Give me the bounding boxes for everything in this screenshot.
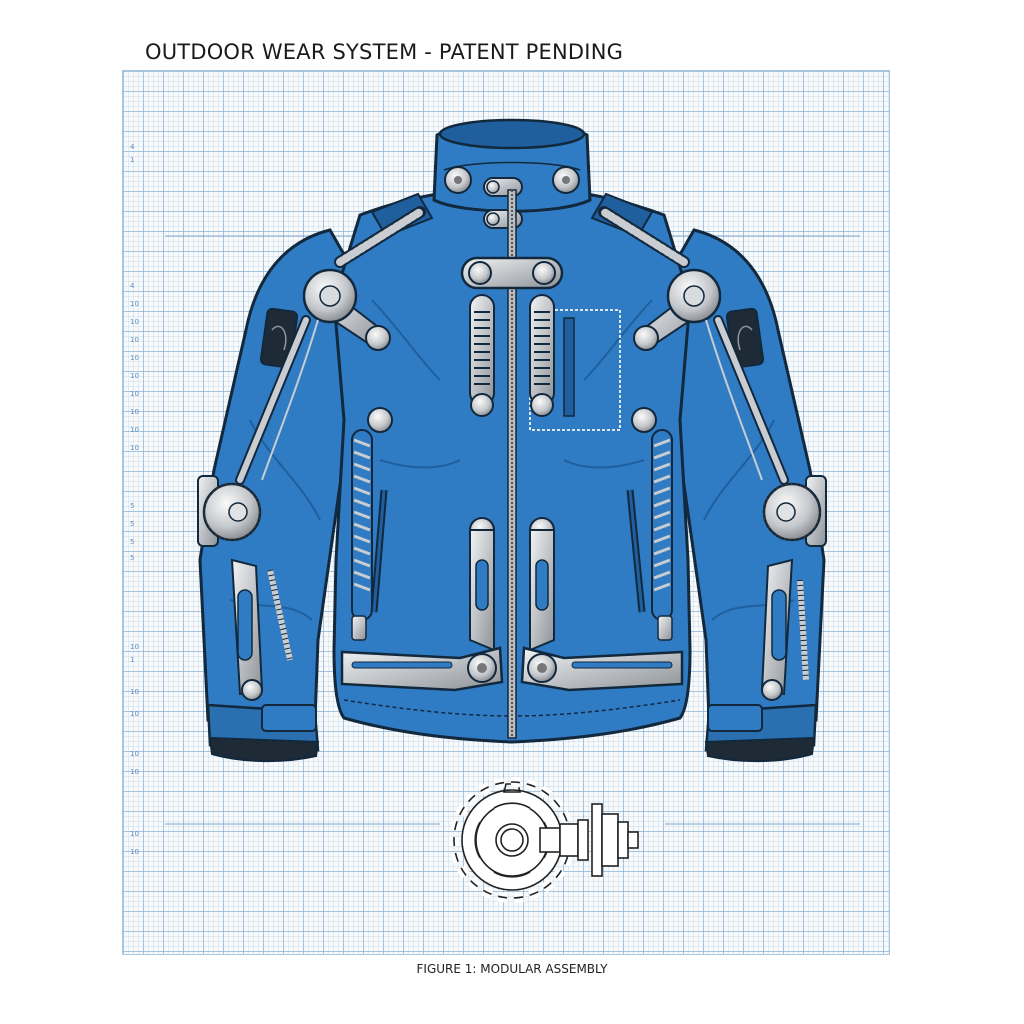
gear-and-shaft-detail	[449, 777, 639, 903]
hand-pocket-left	[370, 489, 388, 613]
shaft-assembly	[539, 803, 639, 877]
shoulder-pulley-right	[633, 268, 722, 351]
ruler-tick: 10	[130, 372, 139, 380]
figure-caption: FIGURE 1: MODULAR ASSEMBLY	[416, 962, 608, 976]
ruler-tick: 10	[130, 830, 139, 838]
ruler-tick: 4	[130, 282, 135, 290]
lower-strut-left	[469, 517, 495, 652]
ruler-tick: 10	[130, 444, 139, 452]
chest-bridge-bracket	[460, 256, 564, 290]
ruler-tick: 10	[130, 426, 139, 434]
front-spring-strut-right	[529, 294, 555, 417]
ruler-tick: 10	[130, 688, 139, 696]
cuff-right	[704, 703, 818, 763]
ruler-ticks: 4 1 4 10 10 10 10 10 10 10 10 10 5 5 5 5…	[128, 140, 148, 900]
shoulder-pulley-left	[302, 268, 391, 351]
ruler-tick: 1	[130, 656, 135, 664]
cuff-left	[206, 703, 320, 763]
ruler-tick: 10	[130, 710, 139, 718]
collar-pivot-right	[552, 166, 580, 194]
ruler-tick: 1	[130, 156, 135, 164]
ruler-tick: 5	[130, 502, 135, 510]
shoulder-spring-right	[590, 192, 690, 268]
ruler-tick: 10	[130, 300, 139, 308]
upper-arm-strut-right	[705, 315, 789, 485]
ruler-tick: 10	[130, 354, 139, 362]
ruler-tick: 10	[130, 643, 139, 651]
forearm-strut-left	[230, 558, 293, 701]
ruler-tick: 5	[130, 520, 135, 528]
ruler-tick: 5	[130, 538, 135, 546]
side-spring-left	[351, 407, 393, 641]
side-spring-right	[631, 407, 673, 641]
ruler-tick: 10	[130, 768, 139, 776]
hem-bracket-left	[340, 646, 504, 692]
center-zipper	[507, 189, 517, 739]
ruler-tick: 10	[130, 318, 139, 326]
lower-strut-right	[529, 517, 555, 652]
ruler-tick: 10	[130, 336, 139, 344]
ruler-tick: 4	[130, 143, 135, 151]
elbow-joint-right	[762, 475, 827, 547]
elbow-joint-left	[197, 475, 262, 547]
forearm-strut-right	[760, 558, 809, 701]
ruler-tick: 10	[130, 848, 139, 856]
hem-bracket-right	[520, 646, 684, 692]
collar-pivot-left	[444, 166, 472, 194]
ruler-tick: 10	[130, 408, 139, 416]
ruler-tick: 10	[130, 750, 139, 758]
ruler-tick: 10	[130, 390, 139, 398]
upper-arm-strut-left	[235, 315, 319, 485]
shoulder-spring-left	[334, 192, 434, 268]
front-spring-strut-left	[469, 294, 495, 417]
document-title: OUTDOOR WEAR SYSTEM - PATENT PENDING	[145, 40, 624, 64]
ruler-tick: 5	[130, 554, 135, 562]
hand-pocket-right	[626, 489, 646, 613]
stand-up-collar	[432, 118, 592, 213]
